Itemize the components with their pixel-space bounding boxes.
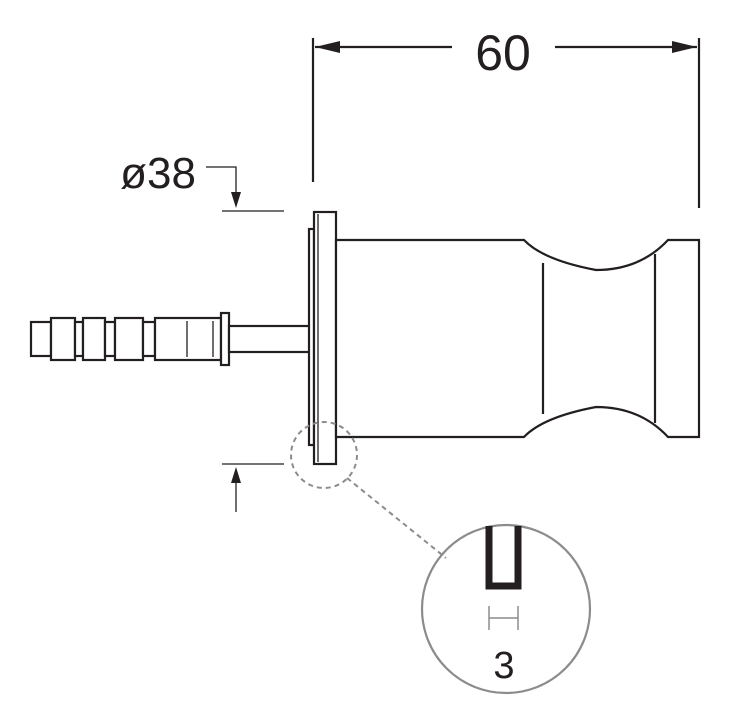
diameter-dimension-label: ø38	[120, 149, 196, 198]
stud-segment-6	[113, 316, 145, 362]
stud-segment-7	[141, 320, 157, 358]
detail-flange-section	[485, 526, 522, 590]
diameter-leader-top	[206, 166, 237, 195]
wall-flange	[307, 210, 338, 466]
stud-collar	[219, 311, 231, 367]
flange-rosette	[312, 210, 338, 466]
threaded-stud	[29, 311, 314, 367]
stud-segment-5	[103, 320, 117, 358]
stud-segment-3	[73, 320, 85, 358]
detail-thickness-label: 3	[493, 645, 514, 687]
stud-body	[153, 316, 223, 362]
detail-magnified-circle	[420, 523, 592, 695]
detail-callout: 3	[290, 421, 592, 695]
length-dimension-label: 60	[475, 25, 531, 81]
stud-segment-2	[49, 316, 77, 362]
diameter-dimension: ø38	[120, 149, 284, 512]
length-dimension: 60	[311, 25, 701, 208]
detail-leader-line	[346, 477, 447, 559]
diameter-arrow-bottom	[231, 467, 241, 483]
knob-outline	[334, 238, 701, 439]
length-arrow-left	[315, 41, 340, 53]
detail-marker-circle	[290, 421, 358, 489]
connecting-rod	[227, 324, 314, 354]
diameter-arrow-top	[231, 192, 241, 208]
stud-segment-1	[29, 320, 53, 358]
length-arrow-right	[672, 41, 697, 53]
stud-segment-4	[81, 316, 107, 362]
knob-body	[334, 238, 701, 439]
